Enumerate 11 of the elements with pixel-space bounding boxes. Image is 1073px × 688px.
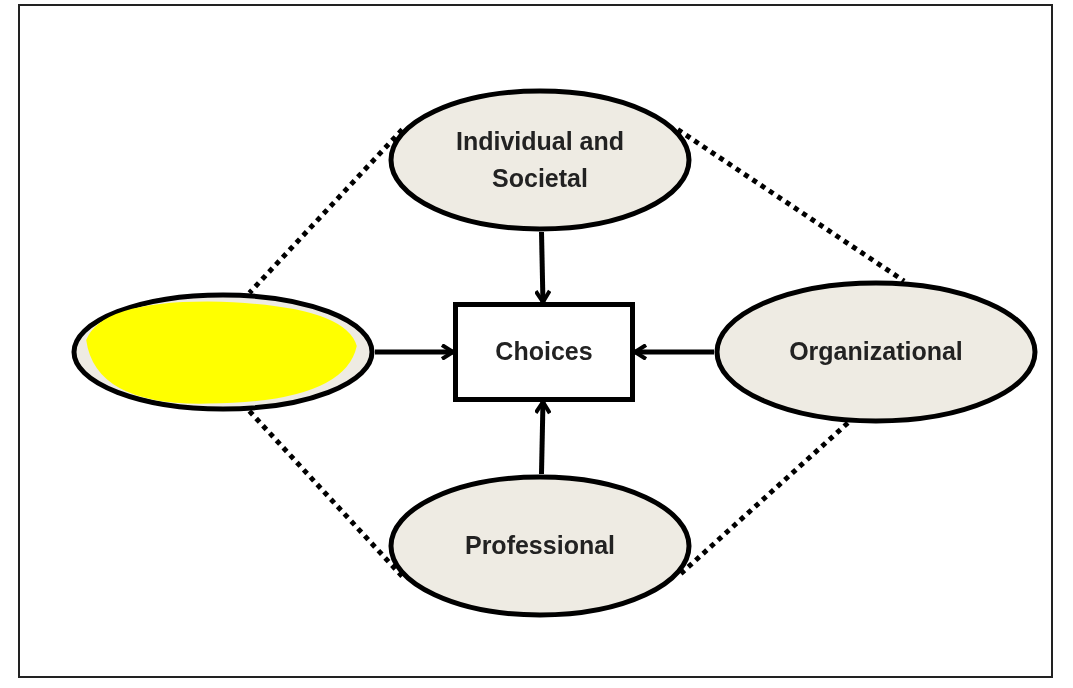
dotted-connector — [676, 127, 906, 284]
arrow — [633, 343, 714, 361]
arrow — [533, 400, 552, 475]
node-label: Organizational — [789, 336, 963, 368]
arrow — [533, 231, 552, 304]
node-label: Choices — [495, 336, 593, 368]
dotted-connector — [247, 409, 405, 579]
arrow — [375, 343, 455, 361]
node-label: Individual and Societal — [454, 125, 626, 194]
node-label: Professional — [464, 530, 616, 562]
dotted-connector — [247, 127, 405, 295]
